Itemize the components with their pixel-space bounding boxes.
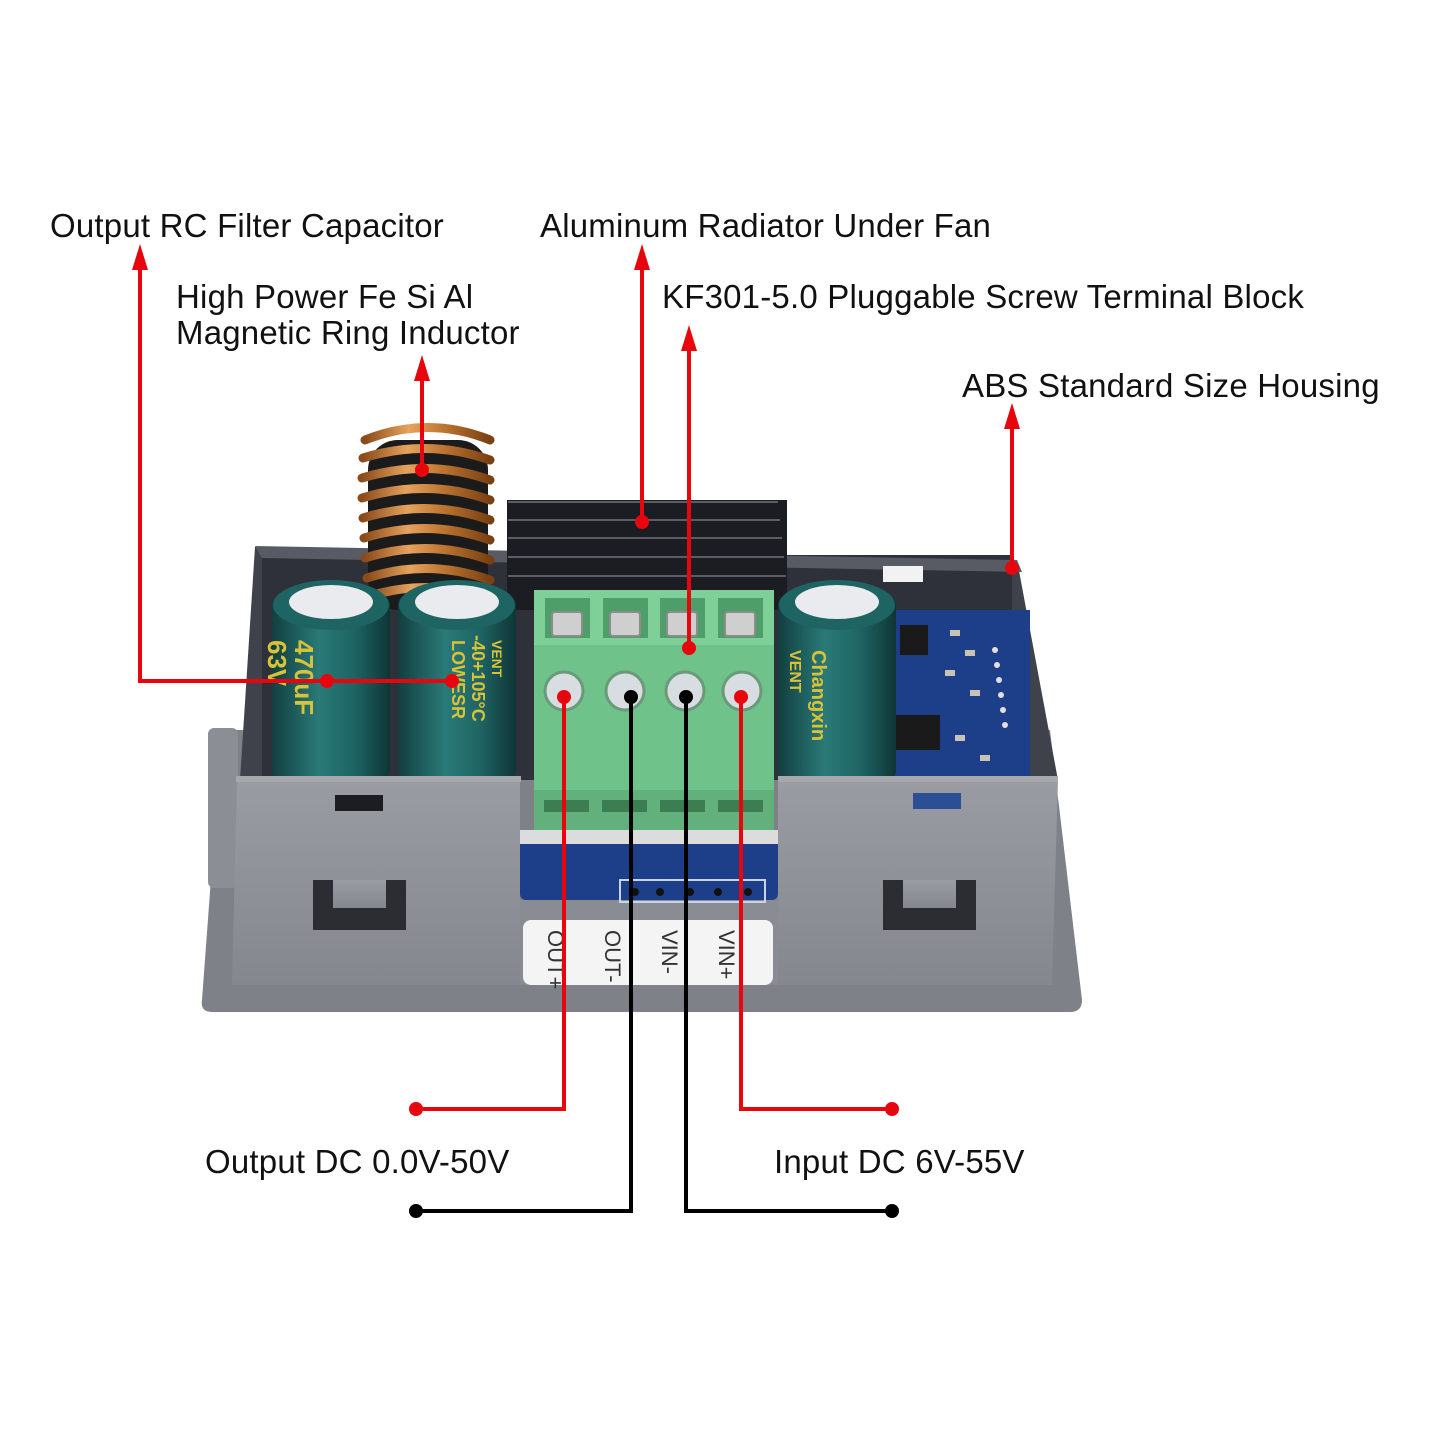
leader-dots-black (409, 690, 899, 1218)
callout-output-rc-filter-capacitor: Output RC Filter Capacitor (50, 207, 444, 244)
callout-housing: ABS Standard Size Housing (962, 367, 1380, 404)
callout-radiator: Aluminum Radiator Under Fan (540, 207, 992, 244)
terminal-label-plate: OUT+ OUT- VIN- VIN+ (523, 920, 773, 989)
dot-icon (624, 690, 638, 704)
screw-out-minus (604, 670, 646, 712)
dot-icon (1005, 561, 1019, 575)
dot-icon (409, 1102, 423, 1116)
dot-icon (635, 515, 649, 529)
arrow-up-icon (1004, 403, 1020, 429)
screw-terminal-block (520, 590, 778, 844)
callout-terminal-block: KF301-5.0 Pluggable Screw Terminal Block (662, 278, 1305, 315)
label-vin-minus: VIN- (657, 930, 682, 974)
leader-dots-red (320, 463, 1019, 1116)
dot-icon (409, 1204, 423, 1218)
arrow-up-icon (132, 244, 148, 270)
pcb-board (880, 610, 1030, 780)
leader-lines-black (416, 697, 892, 1213)
dot-icon (679, 690, 693, 704)
label-vin-plus: VIN+ (714, 930, 739, 980)
callout-input-dc: Input DC 6V-55V (774, 1143, 1025, 1180)
arrow-up-icon (634, 244, 650, 270)
dot-icon (445, 674, 459, 688)
arrowheads-red (132, 244, 1020, 429)
cap-mid-vent: VENT (489, 640, 505, 678)
capacitor-right: Changxin VENT (778, 580, 896, 780)
cap-mid-temp: -40+105°C (468, 635, 488, 722)
arrow-up-icon (681, 325, 697, 351)
leader-lines-red (138, 262, 1014, 1111)
callout-inductor-line1: High Power Fe Si Al (176, 278, 474, 315)
dot-icon (682, 641, 696, 655)
callout-output-dc: Output DC 0.0V-50V (205, 1143, 510, 1180)
dot-icon (734, 690, 748, 704)
dot-icon (885, 1204, 899, 1218)
callout-inductor-line2: Magnetic Ring Inductor (176, 314, 520, 351)
dot-icon (320, 674, 334, 688)
arrow-up-icon (414, 355, 430, 381)
magnetic-ring-inductor (357, 423, 495, 610)
cap-left-value: 470uF (289, 640, 319, 715)
dot-icon (415, 463, 429, 477)
dot-icon (557, 690, 571, 704)
label-out-minus: OUT- (600, 930, 625, 983)
cap-right-brand: Changxin (807, 650, 829, 741)
dot-icon (885, 1102, 899, 1116)
cap-right-vent: VENT (786, 650, 803, 693)
